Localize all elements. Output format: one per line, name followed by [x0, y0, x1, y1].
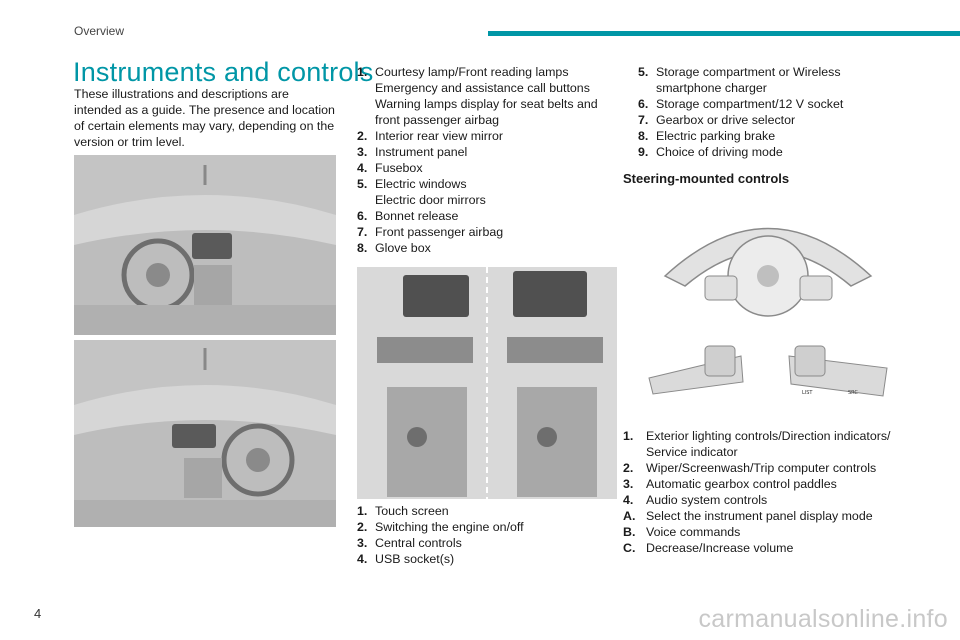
console-legend-list-continued: 5.Storage compartment or Wireless smartp…: [638, 64, 848, 160]
steering-wheel-illustration: LIST SRC: [645, 196, 891, 422]
list-item: 9.Choice of driving mode: [638, 145, 783, 159]
list-item: 3.Automatic gearbox control paddles: [623, 477, 837, 491]
page-number: 4: [34, 606, 42, 621]
list-item: 6.Bonnet release: [357, 209, 459, 223]
list-item: 6.Storage compartment/12 V socket: [638, 97, 844, 111]
list-item: 8.Glove box: [357, 241, 431, 255]
intro-paragraph: These illustrations and descriptions are…: [74, 87, 335, 149]
list-item: 7.Front passenger airbag: [357, 225, 504, 239]
page-title: Instruments and controls: [73, 57, 374, 87]
console-illustration: [357, 267, 617, 499]
list-item: 4.Audio system controls: [623, 493, 768, 507]
list-item: 4.USB socket(s): [357, 552, 455, 566]
dashboard-illustration-rhd: [74, 340, 336, 527]
list-item: 4.Fusebox: [357, 161, 423, 175]
list-item: 3.Instrument panel: [357, 145, 468, 159]
dashboard-illustration-lhd: [74, 155, 336, 335]
list-item: 1.Touch screen: [357, 504, 449, 518]
list-item: C.Decrease/Increase volume: [623, 541, 794, 555]
running-header: Overview: [74, 24, 125, 38]
steering-button-src: SRC: [848, 390, 858, 396]
watermark: carmanualsonline.info: [698, 605, 948, 633]
list-item: A.Select the instrument panel display mo…: [623, 509, 873, 523]
list-item: B.Voice commands: [623, 525, 741, 539]
list-item: 1.Exterior lighting controls/Direction i…: [623, 429, 891, 459]
list-item: 2.Wiper/Screenwash/Trip computer control…: [623, 461, 877, 475]
section-heading-steering: Steering-mounted controls: [623, 171, 790, 186]
list-item: 7.Gearbox or drive selector: [638, 113, 796, 127]
header-accent-bar: [488, 31, 960, 36]
list-item: 8.Electric parking brake: [638, 129, 776, 143]
list-item: 3.Central controls: [357, 536, 462, 550]
console-legend-list: 1.Touch screen 2.Switching the engine on…: [357, 503, 617, 567]
steering-legend-list: 1.Exterior lighting controls/Direction i…: [623, 428, 913, 556]
steering-button-list: LIST: [802, 390, 813, 396]
list-item: 2.Switching the engine on/off: [357, 520, 524, 534]
list-item: 5.Storage compartment or Wireless smartp…: [638, 65, 841, 95]
list-item: 2.Interior rear view mirror: [357, 129, 504, 143]
